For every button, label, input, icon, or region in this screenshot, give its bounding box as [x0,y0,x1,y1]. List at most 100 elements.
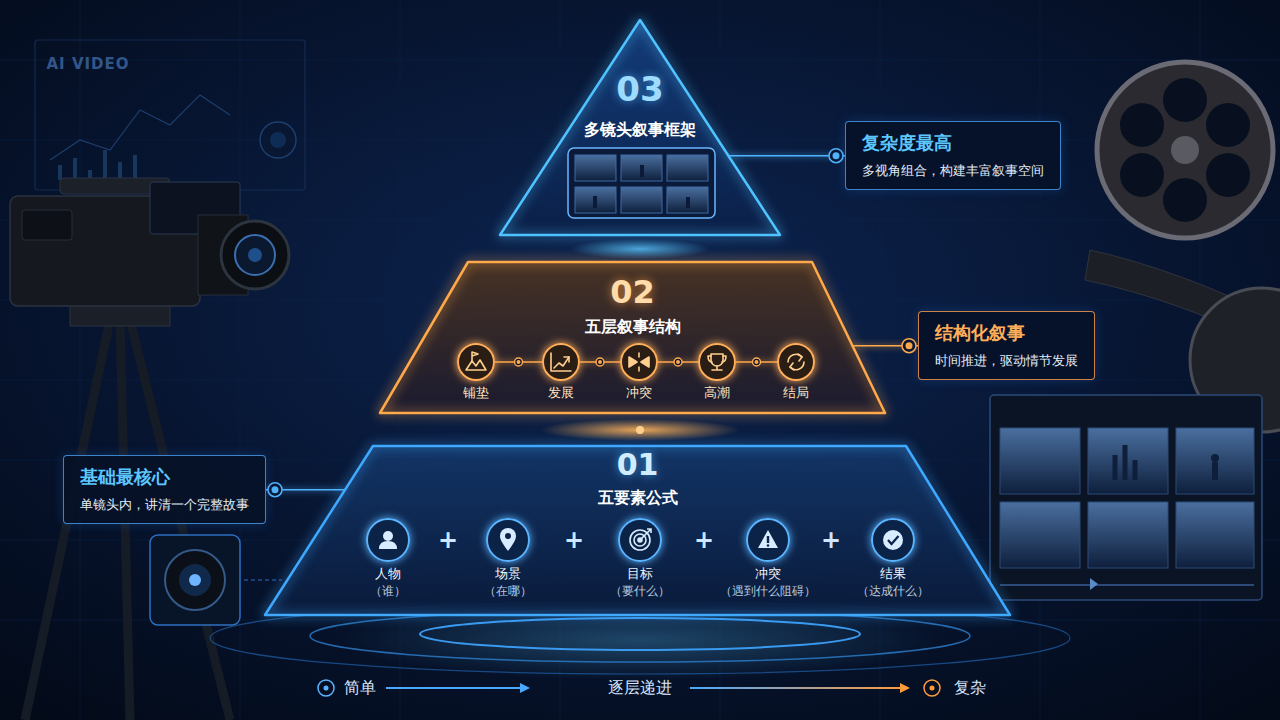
element-icons [746,518,790,562]
caption-group: 场景（在哪） [484,565,532,599]
step-icons [708,354,726,370]
caption-group: 结局 [783,384,809,402]
step-icons [698,343,736,381]
leader-dot [902,339,916,353]
element-name: 场景 [484,565,532,583]
pyramid-tier: 01五要素公式人物（谁）场景（在哪）目标（要什么）冲突（遇到什么阻碍）结果（达成… [265,446,1010,615]
element-icons [379,531,397,549]
element-circle: 场景（在哪） [486,518,530,562]
caption-group: 铺垫 [463,384,489,402]
element-name: 高潮 [704,384,730,402]
step-icons [457,343,815,381]
step-icons [551,353,571,371]
caption-group: 高潮 [704,384,730,402]
plus-sign: + [694,526,714,554]
element-name: 目标 [610,565,670,583]
pyramid-fills [570,239,710,259]
data-panel [60,150,135,180]
tier-outline [380,262,885,413]
shot-grid [686,197,690,208]
progress-arrows [690,687,902,689]
progress-arrows [900,683,910,693]
step-icons [788,354,802,362]
element-icons [630,529,651,550]
shot-grid [640,165,644,177]
caption-group: 冲突（遇到什么阻碍） [720,565,816,599]
callout-box: 结构化叙事时间推进，驱动情节发展 [918,311,1095,380]
step-icons [712,366,722,370]
editor-monitor [1088,428,1168,494]
element-hint: （在哪） [484,583,532,599]
leader-line [736,361,777,363]
step-icons [788,354,804,370]
step-icons [798,354,802,361]
tier-title: 五要素公式 [598,488,678,507]
step-icons [466,360,486,370]
shot-grid [575,187,616,213]
element-icons [505,533,511,539]
element-circle: 人物（谁） [366,518,410,562]
tier-outline [265,446,1010,615]
element-icons [758,530,778,548]
lens-box [150,535,240,625]
scale-label: 简单 [344,678,376,699]
caption-group: 冲突 [626,384,652,402]
step-circle: 冲突 [620,343,658,381]
step-icons [790,363,794,370]
leader-line [495,361,542,363]
element-icons [383,531,393,541]
lens-box [150,535,282,625]
watermark: AI VIDEO [46,55,129,73]
leader-dot [268,483,282,497]
film-reel [1206,103,1250,147]
caption-group: 发展 [548,384,574,402]
editor-monitor [990,395,1262,600]
leader-dot [753,358,761,366]
element-name: 冲突 [720,565,816,583]
leader-dot [517,360,521,364]
element-icons [618,518,662,562]
video-camera [22,210,72,240]
callout-box: 基础最核心单镜头内，讲清一个完整故事 [63,455,266,524]
data-panel [260,122,296,158]
step-icons [620,343,658,381]
film-reel [1120,153,1164,197]
leader-line [266,489,345,491]
film-reel [1085,62,1280,432]
leader-dot [755,360,759,364]
video-camera [221,221,289,289]
element-hint: （达成什么） [857,583,929,599]
progress-arrows [520,683,530,693]
data-panel [270,132,286,148]
progress-arrows [318,680,334,696]
step-icons [629,353,649,371]
scale-label: 复杂 [954,678,986,699]
callout-title: 复杂度最高 [862,132,1044,155]
element-icons [640,529,651,540]
editor-monitor [1000,502,1080,568]
shot-grid [593,196,597,208]
progress-arrows [930,686,935,691]
lens-box [179,564,211,596]
editor-monitor [1090,578,1098,590]
step-icons [542,343,580,381]
pyramid-fills [265,446,1010,615]
step-circle: 结局 [777,343,815,381]
shot-grid [667,155,708,181]
video-camera [10,178,289,720]
tier-number: 02 [610,274,655,311]
element-hint: （谁） [370,583,406,599]
caption-group: 人物（谁） [370,565,406,599]
leader-dot [674,358,682,366]
element-name: 结果 [857,565,929,583]
leader-dot [676,360,680,364]
step-icons [466,352,486,370]
film-reel [1120,103,1164,147]
leader-dot [596,358,604,366]
editor-monitor [1088,502,1168,568]
element-icons [767,536,769,543]
progress-arrows [324,686,329,691]
